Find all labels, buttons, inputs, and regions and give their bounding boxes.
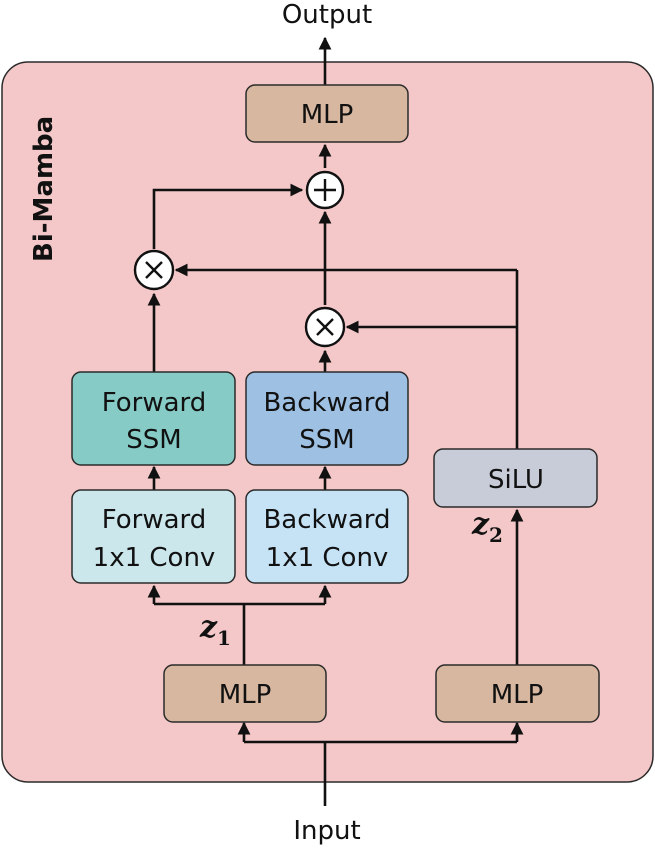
backward-conv-box: Backward 1x1 Conv [245, 489, 409, 584]
block-title: Bi-Mamba [29, 116, 59, 262]
mlp-left-box: MLP [163, 664, 327, 723]
backward-ssm-label-line1: Backward [263, 388, 390, 418]
forward-multiply-to-add [152, 183, 304, 249]
silu-box: SiLU [433, 448, 598, 508]
svg-text:z1: z1 [199, 610, 231, 650]
backward-multiply-operator [304, 306, 346, 348]
mlp-top-box: MLP [245, 84, 409, 143]
forward-conv-label-line1: Forward [102, 505, 207, 535]
z1-var: z [199, 610, 218, 645]
mlp-right-box: MLP [435, 664, 600, 723]
forward-multiply-operator [133, 249, 175, 291]
backward-conv-label-line1: Backward [263, 505, 390, 535]
backward-ssm-label-line2: SSM [299, 425, 354, 455]
z1-label: z1 [199, 610, 231, 650]
mlp-left-label: MLP [219, 680, 272, 710]
forward-conv-box: Forward 1x1 Conv [71, 489, 236, 584]
backward-conv-label-line2: 1x1 Conv [266, 543, 389, 573]
svg-text:z2: z2 [471, 507, 503, 547]
input-label: Input [293, 816, 360, 846]
output-label: Output [282, 0, 372, 30]
forward-ssm-box: Forward SSM [71, 371, 236, 466]
forward-ssm-label-line1: Forward [102, 388, 207, 418]
mlp-top-label: MLP [301, 100, 354, 130]
z1-sub: 1 [217, 626, 231, 650]
z2-var: z [471, 507, 490, 542]
silu-label: SiLU [488, 465, 544, 495]
forward-ssm-label-line2: SSM [126, 425, 181, 455]
z2-sub: 2 [489, 523, 503, 547]
mlp-right-label: MLP [491, 680, 544, 710]
add-operator [305, 170, 345, 210]
backward-ssm-box: Backward SSM [245, 371, 409, 466]
z2-label: z2 [471, 507, 503, 547]
forward-conv-label-line2: 1x1 Conv [93, 543, 216, 573]
